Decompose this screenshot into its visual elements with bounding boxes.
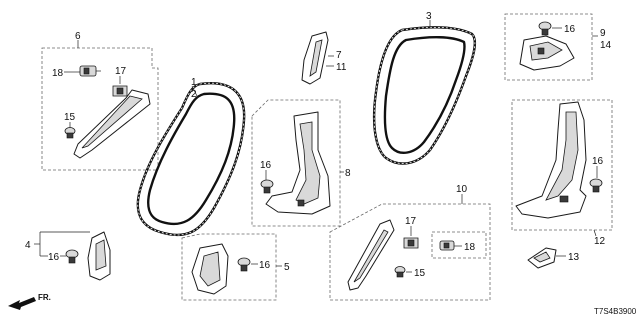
group-9: 9 14 16 — [504, 13, 612, 81]
callout-17-b[interactable]: 17 — [405, 216, 417, 227]
callout-15-a[interactable]: 15 — [64, 112, 76, 123]
clip-16-a[interactable] — [260, 179, 274, 194]
b-pillar-upper-garnish[interactable] — [301, 31, 329, 85]
callout-10[interactable]: 10 — [456, 184, 468, 195]
clip-18-b[interactable] — [439, 240, 455, 251]
callout-16-d[interactable]: 16 — [259, 260, 271, 271]
clip-18-a[interactable] — [79, 65, 101, 77]
callout-6[interactable]: 6 — [75, 31, 81, 42]
callout-18-a[interactable]: 18 — [52, 68, 64, 79]
clip-16-b[interactable] — [538, 21, 552, 36]
group-5: 5 16 — [181, 233, 290, 301]
group-6-frame — [41, 47, 159, 171]
callout-2[interactable]: 2 — [191, 89, 197, 100]
a-pillar-lower-garnish[interactable] — [73, 89, 151, 159]
leader-1 — [191, 85, 199, 99]
clip-17-a[interactable] — [112, 85, 128, 97]
group-6: 6 18 17 15 — [41, 31, 159, 171]
callout-16-c[interactable]: 16 — [592, 156, 604, 167]
a-pillar-upper-garnish[interactable] — [347, 219, 395, 291]
arrow-icon — [8, 297, 36, 310]
screw-15-a[interactable] — [64, 127, 76, 139]
callout-5[interactable]: 5 — [284, 262, 290, 273]
callout-8[interactable]: 8 — [345, 168, 351, 179]
direction-label: FR. — [38, 293, 51, 302]
callout-13[interactable]: 13 — [568, 252, 580, 263]
clip-16-e[interactable] — [65, 249, 79, 264]
group-10-frame — [329, 203, 491, 301]
callout-15-b[interactable]: 15 — [414, 268, 426, 279]
callout-4[interactable]: 4 — [25, 240, 31, 251]
screw-15-b[interactable] — [394, 266, 406, 278]
b-pillar-lower-garnish[interactable] — [265, 111, 331, 215]
callout-14[interactable]: 14 — [600, 40, 612, 51]
leader-12 — [593, 229, 597, 237]
diagram-code: T7S4B3900 — [594, 307, 637, 316]
group-12-frame — [511, 99, 613, 231]
group-18-frame — [431, 231, 487, 259]
callout-17-a[interactable]: 17 — [115, 66, 127, 77]
callout-9[interactable]: 9 — [600, 28, 606, 39]
callout-7[interactable]: 7 — [336, 50, 342, 61]
clip-16-d[interactable] — [237, 257, 251, 272]
callout-3[interactable]: 3 — [426, 11, 432, 22]
clip-17-b[interactable] — [403, 237, 419, 249]
c-pillar-upper-garnish[interactable] — [519, 35, 575, 71]
kick-panel-trim[interactable] — [191, 243, 229, 295]
group-5-frame — [181, 233, 277, 301]
c-pillar-lower-garnish[interactable] — [515, 101, 587, 219]
front-side-trim[interactable] — [87, 231, 111, 281]
group-8-frame — [251, 99, 341, 227]
group-4: 4 16 — [25, 231, 111, 281]
callout-11[interactable]: 11 — [336, 62, 347, 73]
callout-1[interactable]: 1 — [191, 77, 197, 88]
trim-clip-13[interactable] — [527, 247, 557, 269]
callout-16-e[interactable]: 16 — [48, 252, 60, 263]
group-8: 8 16 — [251, 99, 351, 227]
callout-16-b[interactable]: 16 — [564, 24, 576, 35]
callout-16-a[interactable]: 16 — [260, 160, 272, 171]
group-10: 10 17 18 15 — [329, 184, 491, 301]
group-9-frame — [504, 13, 593, 81]
front-direction-arrow: FR. — [8, 293, 51, 310]
group-12: 12 16 — [511, 99, 613, 247]
callout-18-b[interactable]: 18 — [464, 242, 476, 253]
rear-opening-seal[interactable] — [372, 26, 477, 165]
clip-16-c[interactable] — [589, 178, 603, 193]
front-opening-seal[interactable] — [136, 81, 246, 237]
callout-12[interactable]: 12 — [594, 236, 606, 247]
